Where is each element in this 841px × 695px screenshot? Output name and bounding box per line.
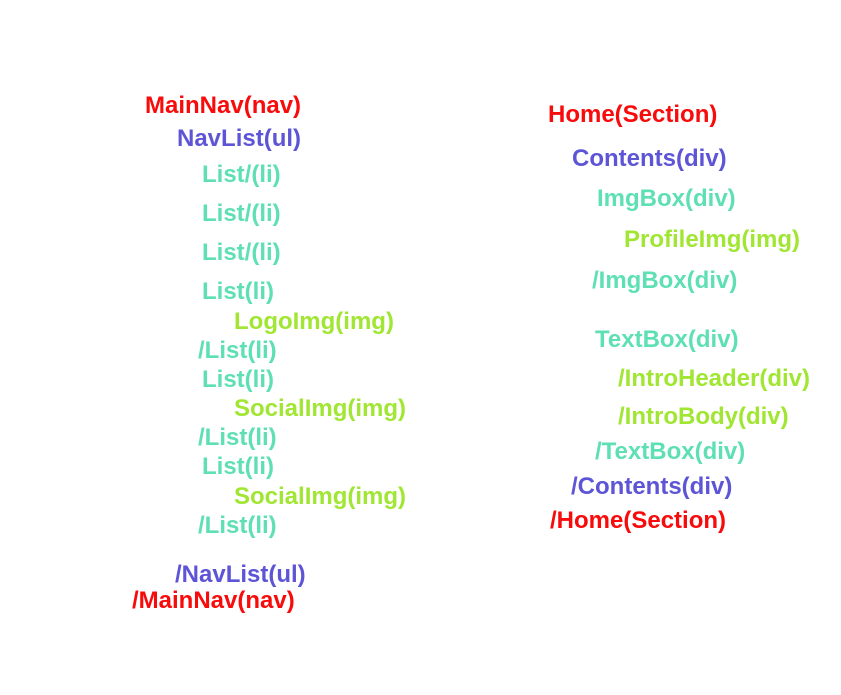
node-textbox-close: /TextBox(div) — [595, 438, 746, 465]
node-list-3: List/(li) — [202, 239, 281, 266]
node-list-4-close: /List(li) — [198, 337, 277, 364]
node-imgbox-open: ImgBox(div) — [597, 185, 736, 212]
node-home-close: /Home(Section) — [550, 507, 727, 534]
node-mainnav-close: /MainNav(nav) — [132, 587, 295, 614]
node-contents-open: Contents(div) — [572, 145, 727, 172]
node-list-5-open: List(li) — [202, 366, 274, 393]
node-profileimg: ProfileImg(img) — [624, 226, 801, 253]
node-home-open: Home(Section) — [548, 101, 718, 128]
node-contents-close: /Contents(div) — [571, 473, 733, 500]
node-list-2: List/(li) — [202, 200, 281, 227]
node-logoimg: LogoImg(img) — [234, 308, 394, 335]
node-socialimg-2: SocialImg(img) — [234, 483, 407, 510]
node-list-5-close: /List(li) — [198, 424, 277, 451]
node-list-4-open: List(li) — [202, 278, 274, 305]
node-mainnav-open: MainNav(nav) — [145, 92, 302, 119]
node-introheader-close: /IntroHeader(div) — [618, 365, 811, 392]
node-list-6-close: /List(li) — [198, 512, 277, 539]
node-list-1: List/(li) — [202, 161, 281, 188]
node-list-6-open: List(li) — [202, 453, 274, 480]
node-introbody-close: /IntroBody(div) — [618, 403, 789, 430]
node-socialimg-1: SocialImg(img) — [234, 395, 407, 422]
node-imgbox-close: /ImgBox(div) — [592, 267, 738, 294]
node-navlist-close: /NavList(ul) — [175, 561, 306, 588]
node-textbox-open: TextBox(div) — [595, 326, 739, 353]
node-navlist-open: NavList(ul) — [177, 125, 302, 152]
